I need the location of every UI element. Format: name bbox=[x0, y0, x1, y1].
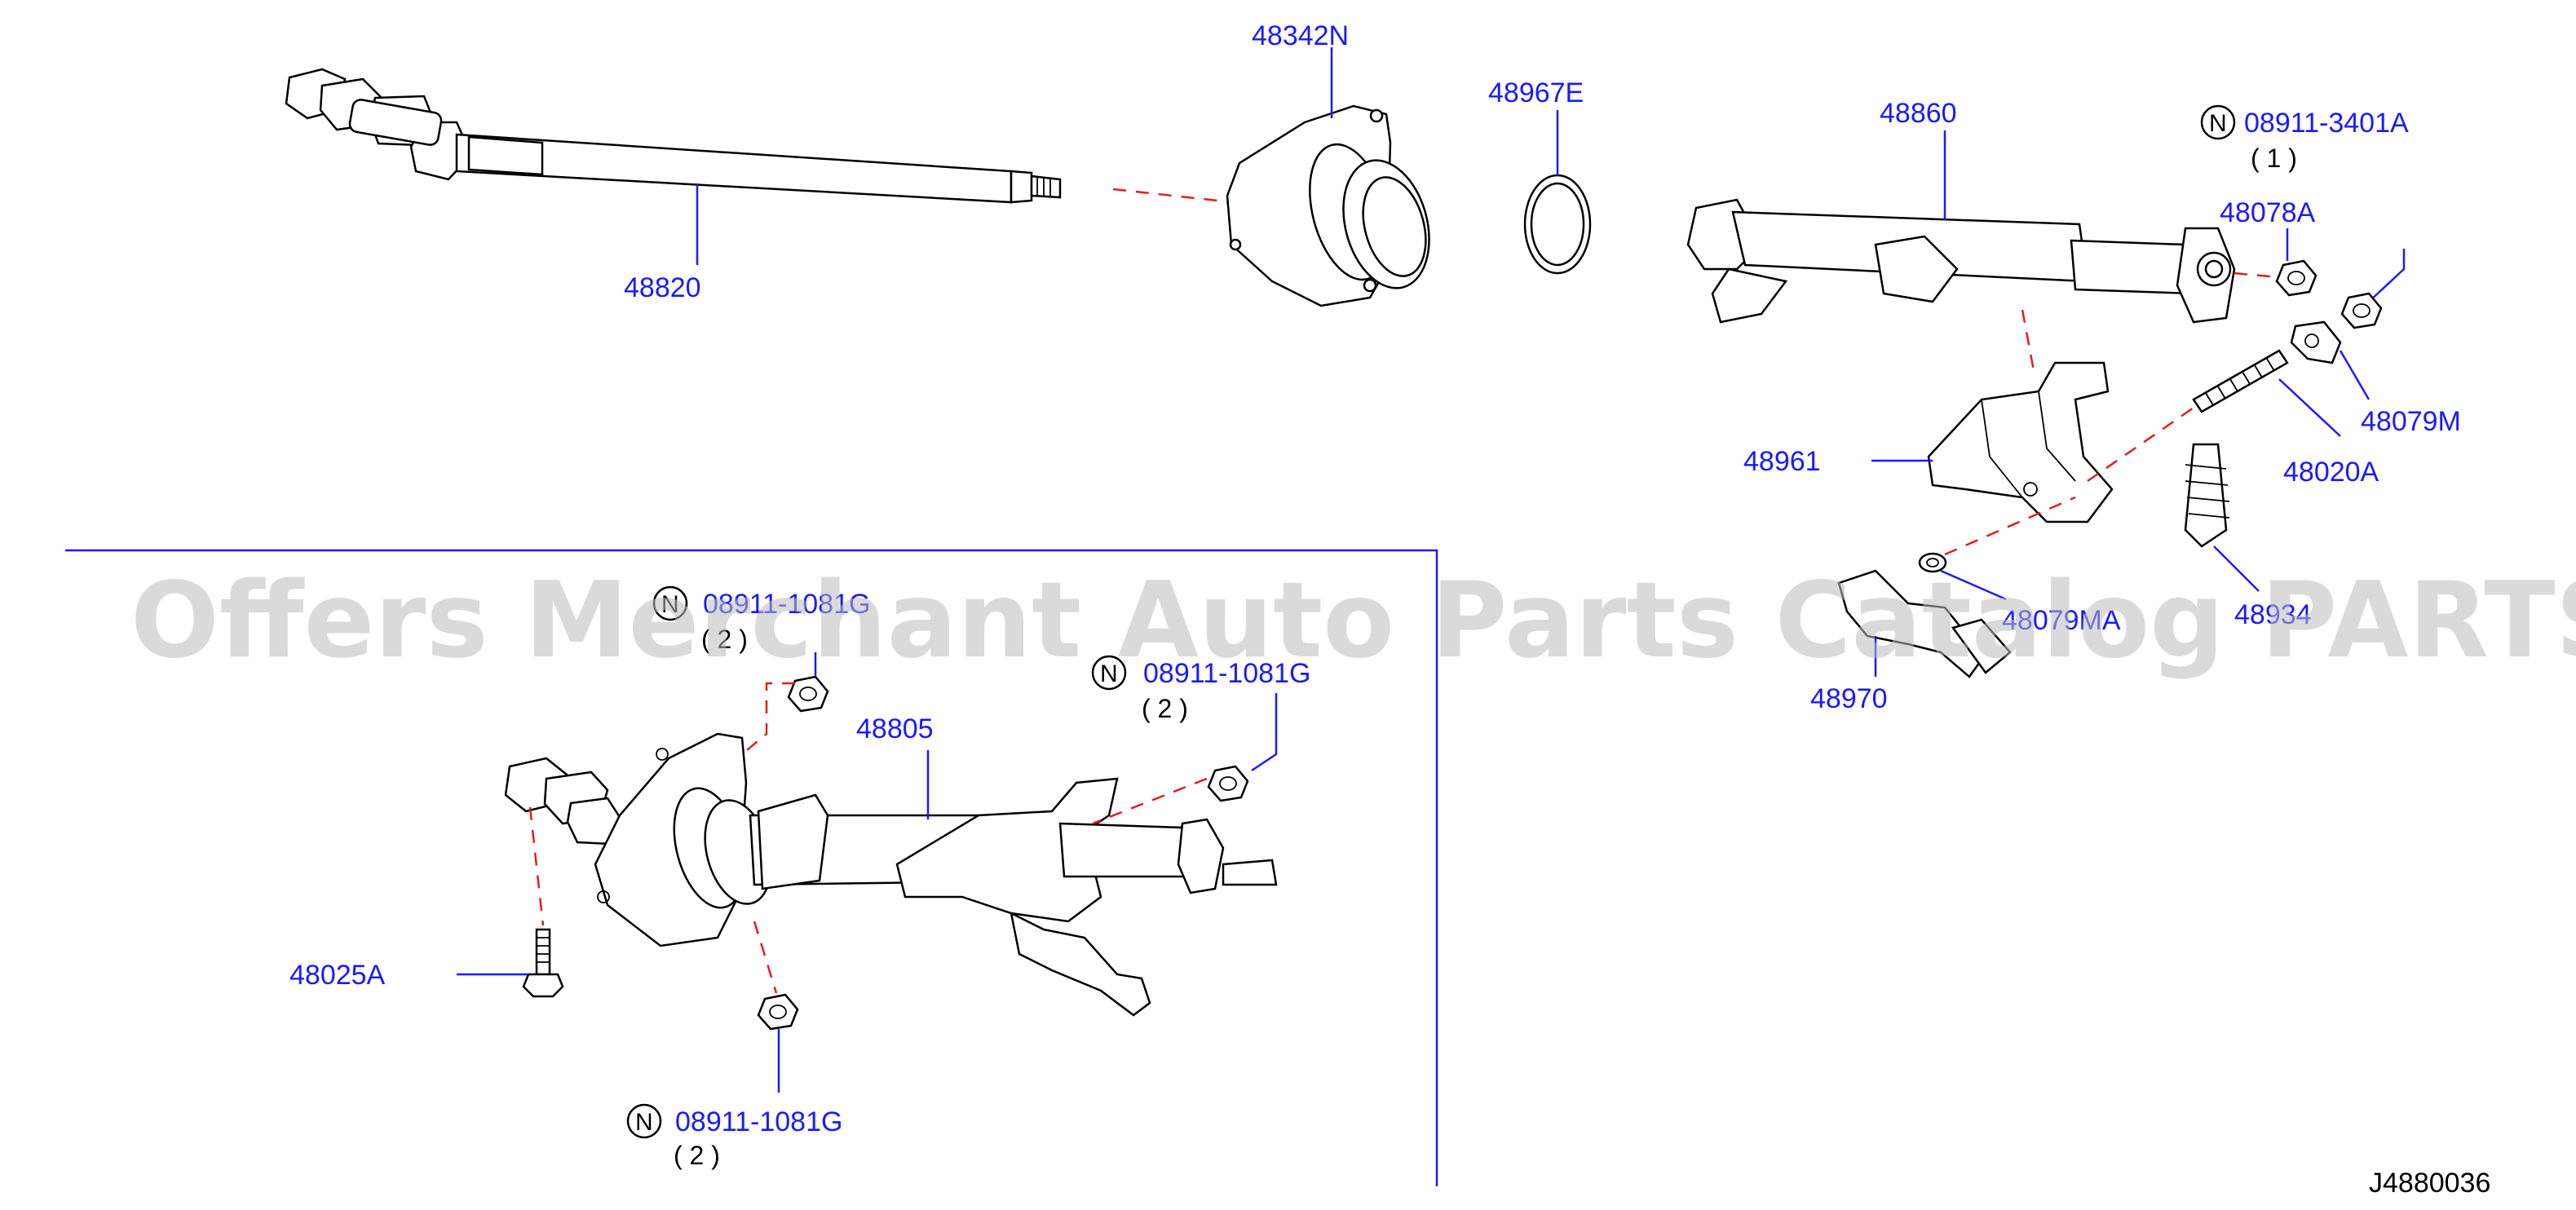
guide-top-nut bbox=[741, 682, 795, 755]
n-marker-08911-1081G-top bbox=[652, 585, 688, 621]
guide-48078A bbox=[2234, 272, 2280, 279]
label-48025A: 48025A bbox=[289, 960, 386, 991]
label-48820: 48820 bbox=[624, 272, 701, 303]
leader-48079MA bbox=[1940, 569, 2007, 601]
ring-48967E[interactable] bbox=[1523, 174, 1592, 275]
label-08911-1081G-bottom: 08911-1081G bbox=[675, 1106, 842, 1137]
leader-08911-1081G-right bbox=[1251, 693, 1278, 772]
label-48967E: 48967E bbox=[1488, 77, 1584, 108]
label-08911-1081G-right: 08911-1081G bbox=[1143, 658, 1310, 689]
n-marker-08911-3401A bbox=[2200, 104, 2236, 140]
steering-shaft-48820[interactable] bbox=[285, 68, 1062, 204]
label-48078A: 48078A bbox=[2220, 197, 2316, 228]
watermark: Offers Merchant Auto Parts Catalog PARTS… bbox=[130, 560, 2576, 682]
guide-washer-to-bracket bbox=[1944, 496, 2076, 556]
guide-48025A bbox=[528, 806, 545, 926]
clip-48079M[interactable] bbox=[2290, 320, 2342, 364]
label-48860: 48860 bbox=[1880, 98, 1957, 129]
qty-08911-3401A: ( 1 ) bbox=[2251, 144, 2297, 173]
leader-48020A bbox=[2278, 378, 2341, 437]
spring-48934[interactable] bbox=[2184, 443, 2230, 548]
guide-right-nut bbox=[1092, 777, 1208, 825]
leader-08911-3401A bbox=[2368, 249, 2406, 302]
label-48970: 48970 bbox=[1810, 683, 1888, 714]
housing-48342N[interactable] bbox=[1226, 104, 1443, 307]
qty-08911-1081G-bottom: ( 2 ) bbox=[674, 1141, 720, 1170]
nut-08911-1081G-right[interactable] bbox=[1207, 765, 1249, 802]
subassembly-frame bbox=[65, 549, 1438, 1186]
nut-48078A[interactable] bbox=[2275, 259, 2318, 297]
leader-48079M bbox=[2339, 350, 2371, 400]
qty-08911-1081G-top: ( 2 ) bbox=[701, 625, 748, 654]
n-letter-08911-1081G-top: N bbox=[661, 591, 679, 618]
label-48079M: 48079M bbox=[2361, 406, 2461, 437]
nut-08911-1081G-top[interactable] bbox=[787, 675, 829, 713]
label-48934: 48934 bbox=[2234, 599, 2312, 630]
leader-48934 bbox=[2213, 545, 2260, 592]
diagram-code: J4880036 bbox=[2369, 1168, 2490, 1199]
column-48860[interactable] bbox=[1686, 198, 2236, 324]
washer-48079MA[interactable] bbox=[1918, 552, 1947, 573]
column-assembly-48805[interactable] bbox=[504, 732, 1278, 1017]
nut-08911-3401A[interactable] bbox=[2340, 292, 2383, 329]
bolt-48025A[interactable] bbox=[522, 928, 564, 998]
label-48805: 48805 bbox=[856, 713, 934, 744]
label-48079MA: 48079MA bbox=[2002, 605, 2121, 636]
qty-08911-1081G-right: ( 2 ) bbox=[1142, 694, 1188, 723]
label-48342N: 48342N bbox=[1252, 20, 1349, 51]
label-08911-1081G-top: 08911-1081G bbox=[703, 589, 870, 620]
n-marker-08911-1081G-right bbox=[1091, 655, 1127, 691]
n-letter-08911-1081G-right: N bbox=[1100, 660, 1118, 687]
n-letter-08911-1081G-bottom: N bbox=[635, 1109, 653, 1136]
bolt-48020A[interactable] bbox=[2192, 349, 2289, 413]
lever-48970[interactable] bbox=[1837, 569, 2012, 678]
bracket-48961[interactable] bbox=[1927, 361, 2114, 523]
guide-bracket-to-bolt bbox=[2087, 406, 2194, 483]
guide-bottom-nut bbox=[753, 921, 778, 994]
label-48020A: 48020A bbox=[2283, 457, 2379, 488]
n-marker-08911-1081G-bottom bbox=[626, 1103, 662, 1139]
label-08911-3401A: 08911-3401A bbox=[2244, 108, 2409, 139]
label-48961: 48961 bbox=[1743, 446, 1821, 477]
nut-08911-1081G-bottom[interactable] bbox=[757, 993, 799, 1031]
n-letter-08911-3401A: N bbox=[2209, 110, 2227, 137]
guide-column-to-bracket bbox=[2021, 309, 2036, 376]
